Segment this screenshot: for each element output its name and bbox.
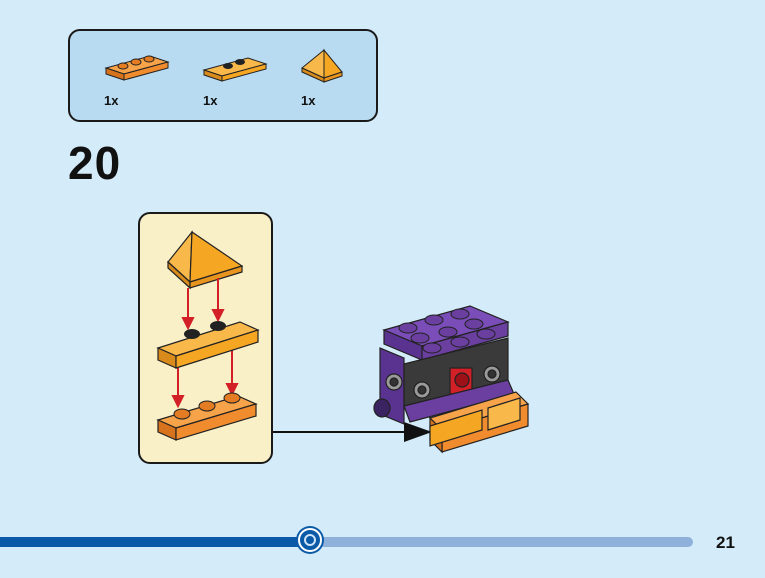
callout-slope-piece (167, 230, 244, 290)
part-qty-2: 1x (203, 93, 218, 108)
part-orange-slope-pyramid (298, 46, 346, 86)
progress-marker-icon (298, 528, 322, 552)
part-orange-plate-1x3 (104, 48, 170, 82)
part-orange-plate-jumper (202, 50, 270, 84)
callout-jumper-plate (156, 321, 260, 369)
attach-arrow-icon (273, 422, 432, 442)
callout-plate-1x3 (156, 392, 258, 441)
part-qty-3: 1x (301, 93, 316, 108)
assembled-model (370, 298, 535, 471)
red-arrow-icon (171, 278, 239, 409)
progress-fill (0, 537, 310, 547)
progress-track (0, 537, 693, 547)
step-number: 20 (68, 137, 122, 189)
part-qty-1: 1x (104, 93, 119, 108)
page-number: 21 (716, 533, 735, 552)
